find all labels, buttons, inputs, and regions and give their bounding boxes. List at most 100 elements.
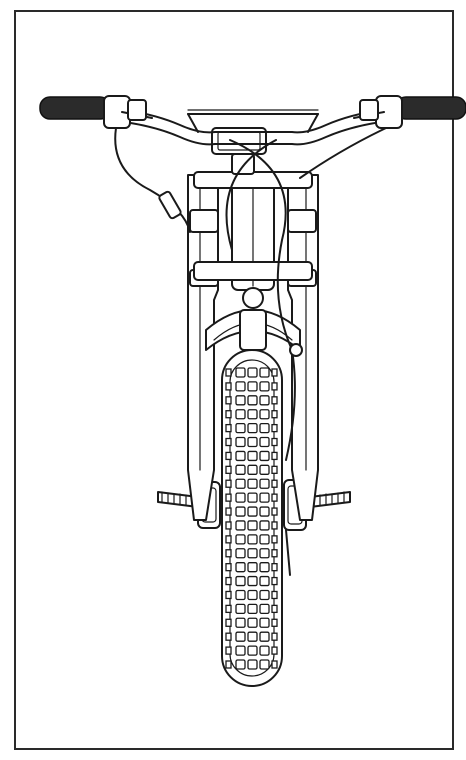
tread-block: [259, 631, 270, 642]
tread-side-knob: [271, 479, 278, 488]
tread-block: [247, 520, 258, 531]
tread-block: [259, 464, 270, 475]
tread-side-knob: [271, 604, 278, 614]
tread-side-knob: [271, 493, 278, 502]
handlebar: [107, 107, 399, 146]
tread-block: [259, 575, 270, 587]
tread-block: [259, 436, 270, 448]
tread-side-knob: [225, 423, 232, 433]
tread-side-knob: [271, 423, 278, 433]
tread-side-knob: [271, 576, 278, 586]
tread-block: [235, 478, 246, 489]
tread-side-knob: [225, 660, 232, 669]
tread-block: [247, 534, 258, 545]
tread-block: [235, 450, 246, 462]
tread-side-knob: [271, 646, 278, 655]
tread-block: [259, 492, 270, 503]
tread-block: [259, 589, 270, 601]
tread-block: [235, 381, 246, 392]
tread-block: [259, 548, 270, 559]
tread-block: [259, 645, 270, 656]
tread-side-knob: [271, 382, 278, 391]
tread-block: [235, 562, 246, 573]
right-brake-lever: [353, 95, 403, 129]
tread-block: [259, 562, 270, 573]
tread-side-knob: [271, 618, 278, 627]
tread-block: [235, 492, 246, 503]
tread-block: [247, 589, 258, 601]
tread-block: [247, 506, 258, 517]
tread-side-knob: [271, 507, 278, 516]
tread-side-knob: [271, 549, 278, 558]
tread-block: [259, 617, 270, 628]
tread-side-knob: [225, 465, 232, 474]
lower-crown: [193, 261, 313, 281]
tread-block: [247, 422, 258, 434]
tread-block: [235, 464, 246, 475]
tread-block: [247, 631, 258, 642]
left-brake-lever: [103, 95, 153, 129]
front-tire: [221, 349, 283, 687]
tread-block: [235, 367, 246, 378]
tread-side-knob: [271, 660, 278, 669]
right-grip: [395, 96, 466, 120]
tread-side-knob: [271, 368, 278, 377]
tread-block: [235, 617, 246, 628]
tread-side-knob: [271, 410, 278, 419]
tread-side-knob: [225, 521, 232, 530]
tread-block: [259, 534, 270, 545]
tread-block: [247, 603, 258, 615]
tread-side-knob: [271, 396, 278, 405]
steerer-nut: [242, 287, 264, 309]
fender-mount: [239, 309, 267, 351]
tread-side-knob: [225, 590, 232, 600]
tread-side-knob: [225, 535, 232, 544]
tread-block: [247, 450, 258, 462]
tread-block: [259, 422, 270, 434]
tread-block: [259, 478, 270, 489]
tread-block: [247, 381, 258, 392]
tread-block: [235, 603, 246, 615]
tread-block: [259, 450, 270, 462]
tread-block: [235, 548, 246, 559]
tread-block: [247, 645, 258, 656]
tread-block: [247, 659, 258, 670]
tread-side-knob: [271, 563, 278, 572]
tread-side-knob: [225, 646, 232, 655]
tread-block: [247, 548, 258, 559]
tread-block: [259, 520, 270, 531]
tread-side-knob: [271, 521, 278, 530]
fork-left-leg: [187, 174, 219, 521]
tread-block: [235, 659, 246, 670]
tread-block: [235, 575, 246, 587]
tread-block: [235, 436, 246, 448]
tread-block: [259, 367, 270, 378]
tread-block: [259, 506, 270, 517]
tread-block: [247, 575, 258, 587]
tread-block: [235, 409, 246, 420]
tread-side-knob: [271, 590, 278, 600]
tread-block: [259, 603, 270, 615]
tread-side-knob: [271, 465, 278, 474]
left-grip: [39, 96, 111, 120]
tread-block: [235, 506, 246, 517]
tread-side-knob: [225, 563, 232, 572]
tread-side-knob: [225, 549, 232, 558]
tread-side-knob: [225, 493, 232, 502]
tread-side-knob: [271, 437, 278, 447]
tire-tread-pattern: [225, 367, 278, 670]
tread-block: [247, 464, 258, 475]
tread-side-knob: [225, 382, 232, 391]
tread-block: [247, 395, 258, 406]
tread-side-knob: [225, 479, 232, 488]
tread-block: [259, 409, 270, 420]
tread-side-knob: [225, 396, 232, 405]
tread-block: [235, 520, 246, 531]
tread-side-knob: [225, 451, 232, 461]
tread-block: [235, 534, 246, 545]
tread-side-knob: [225, 632, 232, 641]
tread-side-knob: [225, 410, 232, 419]
tread-side-knob: [225, 368, 232, 377]
tread-block: [247, 617, 258, 628]
